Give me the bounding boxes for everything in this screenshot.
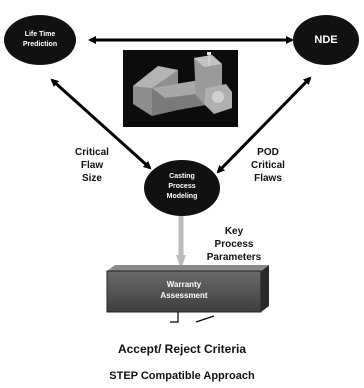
warranty-assessment-box (106, 265, 269, 313)
nde-label: NDE (314, 34, 338, 46)
key-process-parameters-label: Key Process Parameters (206, 226, 262, 263)
casting-process-modeling-node (144, 160, 220, 216)
step-compatible-approach-text: STEP Compatible Approach (109, 370, 255, 382)
critical-flaw-size-label: Critical Flaw Size (75, 147, 109, 184)
criteria-tick (195, 315, 215, 323)
criteria-bracket (170, 312, 179, 323)
arrow-lifetime-casting (50, 78, 152, 170)
casting-image (123, 50, 238, 127)
life-time-prediction-label: Life Time Prediction (22, 31, 58, 48)
arrow-nde-casting (216, 76, 312, 174)
casting-process-modeling-label: Casting Process Modeling (166, 173, 198, 200)
nde-node (293, 15, 359, 65)
accept-reject-criteria-text: Accept/ Reject Criteria (117, 342, 247, 356)
life-time-prediction-node (4, 15, 76, 65)
warranty-assessment-label: Warranty Assessment (160, 280, 208, 300)
pod-critical-flaws-label: POD Critical Flaws (251, 147, 285, 184)
